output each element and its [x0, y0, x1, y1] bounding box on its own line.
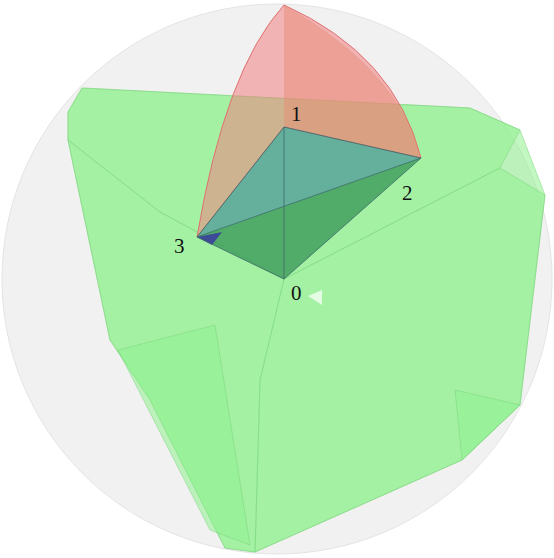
vertex-label: 2	[402, 183, 413, 204]
sphere	[2, 4, 552, 554]
facet-notch	[308, 290, 322, 305]
vertex-label: 0	[291, 283, 302, 304]
tetrahedron	[197, 5, 421, 279]
vertex-label: 1	[291, 104, 302, 125]
tetra-face	[197, 158, 421, 279]
tetra-edges	[197, 127, 421, 279]
vertex-label: 3	[174, 236, 185, 257]
green-solid	[68, 88, 545, 552]
